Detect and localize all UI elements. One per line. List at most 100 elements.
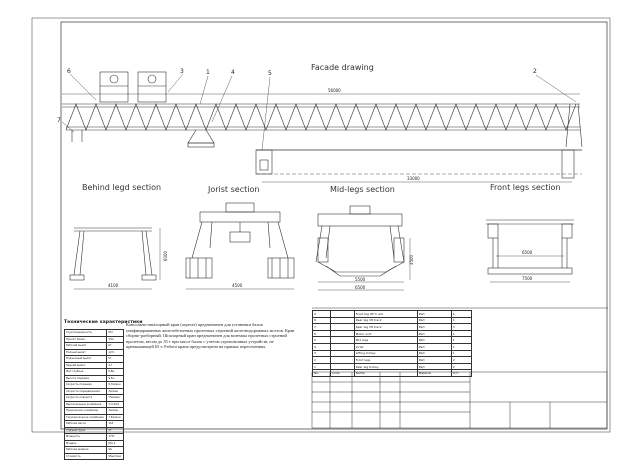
parts-cell: 3 [312, 349, 331, 358]
parts-cell: Part [416, 362, 452, 371]
parts-cell: Part [416, 316, 452, 325]
callout-1: 1 [206, 69, 210, 76]
callout-6: 6 [67, 68, 71, 75]
parts-cell: 1 [450, 310, 473, 318]
parts-cell: 1 [450, 316, 473, 325]
dim-front-base: 7500 [522, 276, 533, 281]
parts-cell: 3 [450, 323, 473, 331]
parts-cell [329, 362, 355, 371]
mid-legs-section [315, 205, 411, 291]
facade-truss [61, 71, 583, 183]
dim-mid-top: 5500 [355, 277, 366, 282]
parts-cell: 7 [312, 323, 331, 331]
dim-behind-height: 6000 [163, 250, 169, 262]
parts-cell: Rear leg trolley [353, 362, 418, 371]
parts-cell [329, 342, 355, 351]
parts-cell: 8 [312, 316, 331, 325]
spec-value: 95шт/мес [106, 452, 124, 460]
parts-cell: 2 [450, 356, 473, 364]
parts-cell: Rear leg lift track [353, 323, 418, 331]
parts-cell [329, 323, 355, 331]
parts-cell: Motor unit [353, 329, 418, 338]
spec-title: Технические характеристики [64, 320, 143, 325]
parts-cell: Jorist [353, 342, 418, 351]
parts-cell: Lifting trolley [353, 349, 418, 358]
parts-cell: No. [312, 369, 331, 377]
spec-param: Стоимость [63, 452, 108, 460]
jorist-section [185, 202, 295, 290]
callout-4: 4 [231, 69, 235, 76]
parts-cell: Part [416, 356, 452, 364]
parts-cell: Part [416, 336, 452, 344]
parts-cell [329, 349, 355, 358]
parts-cell: Part [416, 310, 452, 318]
parts-cell: Part [416, 349, 452, 358]
lifting-trolley-2 [137, 71, 167, 103]
parts-cell: 9 [312, 310, 331, 318]
parts-cell: Front legs [353, 356, 418, 364]
lifting-trolley-1 [99, 71, 129, 103]
front-legs-section [486, 219, 574, 283]
parts-cell: 1 [450, 336, 473, 344]
parts-cell: 2 [450, 362, 473, 371]
callout-3: 3 [180, 68, 184, 75]
dim-track-length: 33000 [407, 176, 420, 181]
parts-cell: Rear leg lift track [353, 316, 418, 325]
description-note: Консольно-шпалорный кран (агрегат) предн… [126, 322, 295, 350]
parts-cell [329, 356, 355, 364]
behind-section-title: Behind legd section [82, 183, 162, 192]
callout-2: 2 [533, 68, 537, 75]
parts-cell [329, 336, 355, 344]
outer-border [31, 17, 611, 433]
facade-title: Facade drawing [311, 63, 374, 72]
parts-cell: Part [416, 342, 452, 351]
parts-cell: 1 [450, 329, 473, 338]
front-section-title: Front legs section [490, 183, 561, 192]
parts-cell: Mid legs [353, 336, 418, 344]
dim-front-width: 6500 [522, 250, 533, 255]
parts-cell: 1 [312, 362, 331, 371]
parts-cell: Part [416, 323, 452, 331]
callout-7: 7 [57, 117, 61, 124]
dim-girder-length: 56000 [328, 88, 341, 93]
parts-cell [329, 310, 355, 318]
parts-cell: Front leg lift tr ack [353, 310, 418, 318]
jorist-section-title: Jorist section [208, 185, 260, 194]
mid-section-title: Mid-legs section [330, 185, 395, 194]
inner-border [60, 21, 608, 430]
parts-cell: Part [416, 329, 452, 338]
callout-5: 5 [268, 70, 272, 77]
parts-cell: 4 [312, 342, 331, 351]
dim-jorist-width: 4500 [232, 283, 243, 288]
parts-cell: 6 [312, 329, 331, 338]
parts-cell: 1 [450, 349, 473, 358]
parts-cell: Code [329, 369, 355, 377]
parts-cell: Material [416, 369, 452, 377]
parts-cell: 1 [450, 342, 473, 351]
dim-behind-width: 4100 [108, 283, 119, 288]
parts-cell: 5 [312, 336, 331, 344]
behind-leg-section [69, 227, 161, 290]
parts-cell [329, 316, 355, 325]
dim-mid-height: 3500 [409, 254, 415, 266]
parts-cell: Name [353, 369, 418, 377]
parts-cell [329, 329, 355, 338]
parts-cell: 2 [312, 356, 331, 364]
parts-cell: QTY [450, 369, 473, 377]
title-block [311, 371, 608, 429]
